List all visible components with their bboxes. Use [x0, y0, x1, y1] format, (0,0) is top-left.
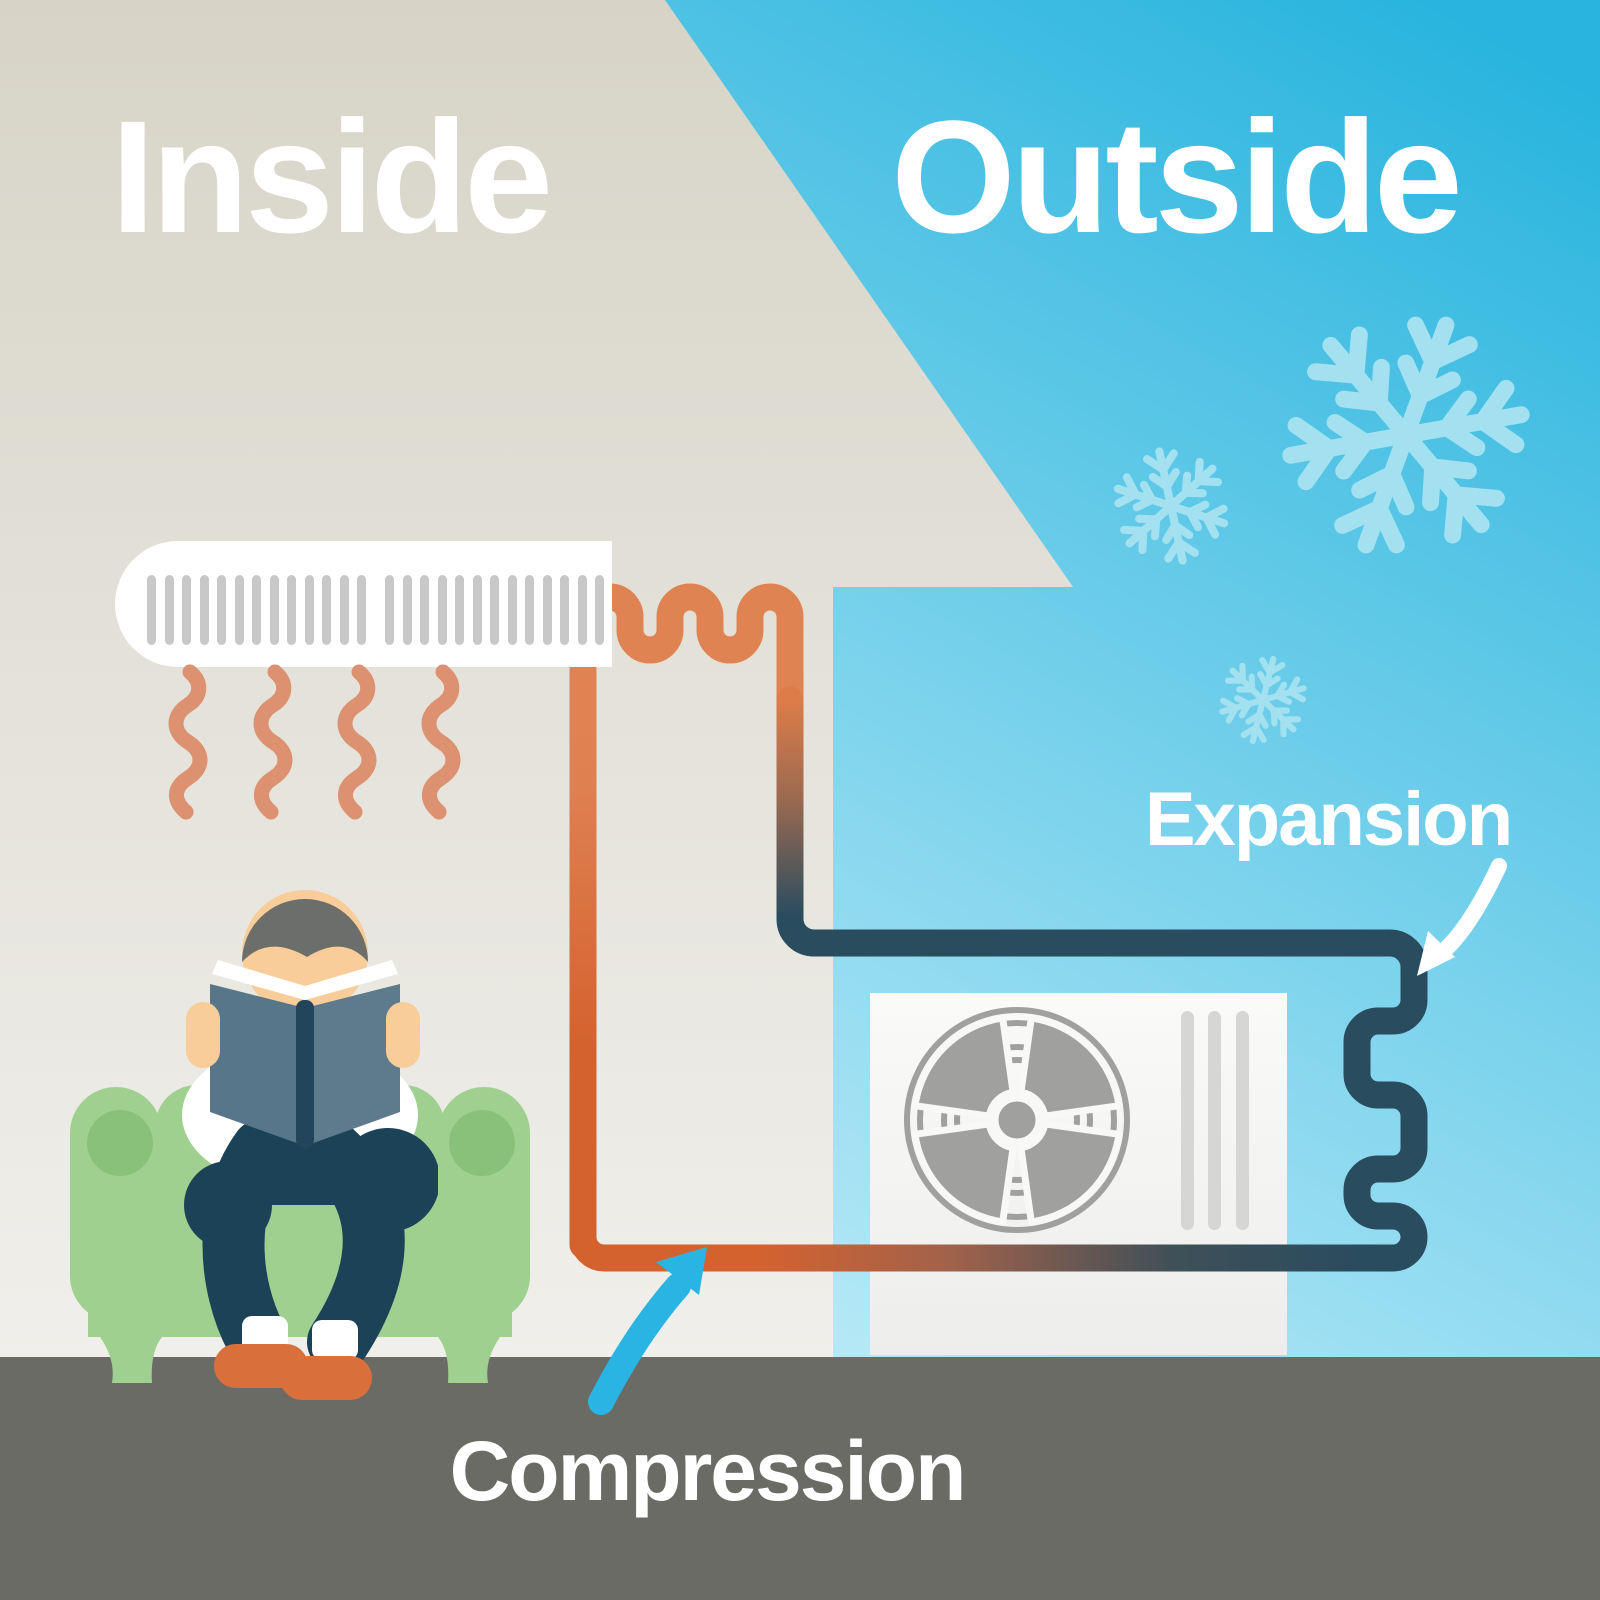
fan-icon	[904, 1007, 1130, 1233]
person-knee	[184, 1161, 272, 1249]
inside-zone-label: Inside	[111, 87, 549, 266]
refrigerant-loop	[569, 583, 1428, 1272]
book-cover-right	[305, 984, 400, 1146]
arrow-head-icon	[656, 1247, 707, 1295]
book-spine	[296, 1000, 314, 1148]
expansion-arrow	[1417, 858, 1507, 976]
hot-pipe-coil	[586, 583, 804, 734]
outdoor-unit	[870, 993, 1287, 1355]
outside-zone-label: Outside	[891, 87, 1459, 266]
person-hands	[186, 1002, 420, 1068]
compression-label: Compression	[450, 1424, 965, 1518]
armrest-scroll	[87, 1110, 153, 1176]
book-cover-left	[210, 984, 305, 1146]
armrest-scroll	[449, 1110, 515, 1176]
floor	[0, 1357, 1600, 1600]
compression-arrow	[588, 1247, 707, 1415]
slippers	[214, 1344, 372, 1400]
outdoor-unit-vents	[1181, 1011, 1249, 1230]
arrow-head-icon	[1417, 931, 1455, 976]
book-pages	[212, 960, 305, 1000]
sock	[312, 1320, 358, 1360]
armchair-arms	[70, 1087, 530, 1322]
person-knee	[336, 1128, 440, 1232]
indoor-unit	[115, 541, 612, 667]
person-hair	[242, 899, 368, 962]
expansion-label: Expansion	[1145, 777, 1511, 862]
reading-person-scene	[70, 890, 530, 1400]
cold-pipe-expansion-coil	[776, 686, 1428, 1272]
book	[210, 960, 400, 1148]
book-pages	[305, 960, 398, 1000]
